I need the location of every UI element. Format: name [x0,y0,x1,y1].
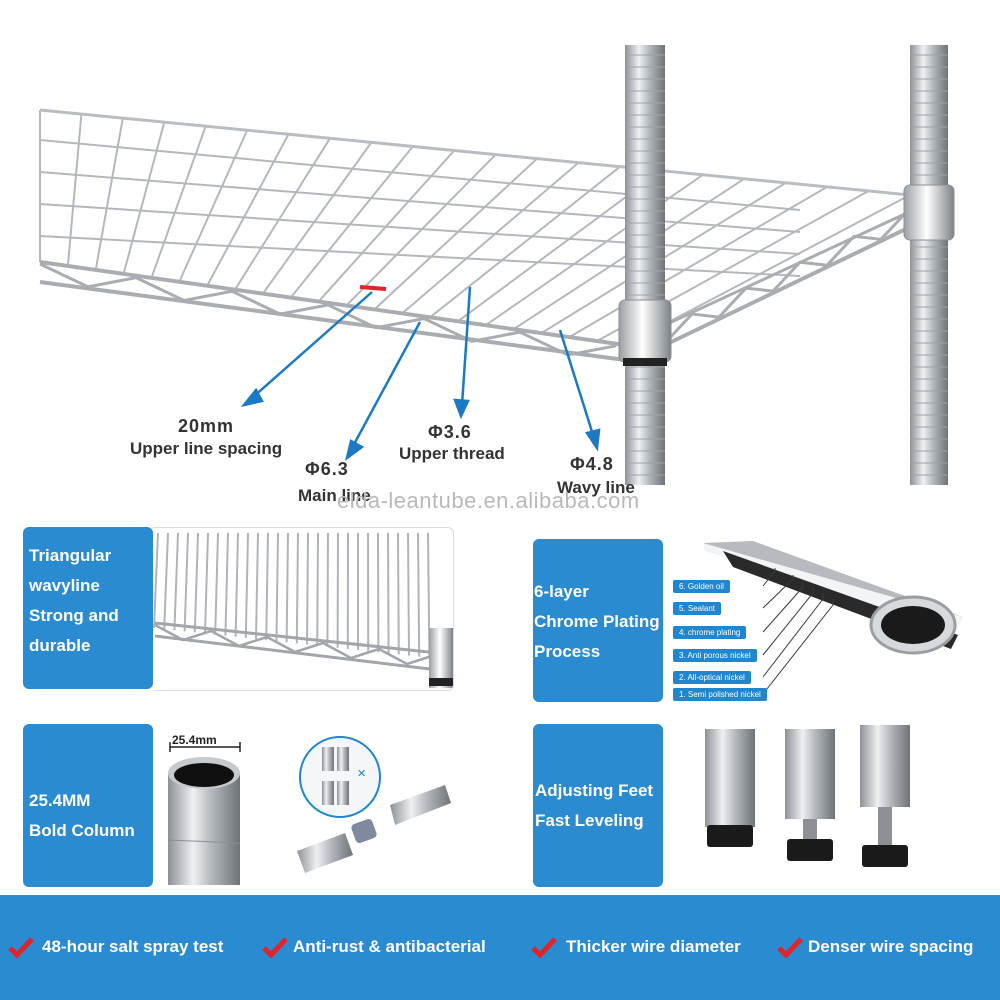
dimension-spacing-label: Upper line spacing [130,439,283,458]
dimension-upper-thread-label: Upper thread [399,444,505,463]
dimension-spacing-value: 20mm [178,416,235,436]
banner-item-thicker-wire: Thicker wire diameter [566,937,741,956]
layer-tag-5: 5. Sealant [673,602,722,615]
wire-shelf-illustration [39,45,955,485]
feature-banner [0,895,1000,1000]
feature-chrome-line1: 6-layer [534,582,589,601]
feature-card-triangular: Triangular wavyline Strong and durable [23,527,153,689]
feature-triangular-line2: wavyline [29,576,100,595]
banner-item-anti-rust: Anti-rust & antibacterial [293,937,486,956]
dimension-wavy-line-value: Φ4.8 [570,454,614,474]
feature-feet-line2: Fast Leveling [535,811,644,830]
check-icon [777,937,803,958]
feature-card-chrome: 6-layer Chrome Plating Process [533,539,663,702]
feature-chrome-line2: Chrome Plating [534,612,660,631]
feature-triangular-line3: Strong and [29,606,119,625]
banner-item-salt-spray: 48-hour salt spray test [42,937,224,956]
layer-tag-4: 4. chrome plating [673,626,747,639]
feature-triangular-line4: durable [29,636,91,655]
dimension-main-line-value: Φ6.3 [305,459,349,479]
check-icon [8,937,34,958]
feature-triangular-line1: Triangular [29,546,112,565]
layer-tag-2: 2. All-optical nickel [673,671,751,684]
feature-column-line2: Bold Column [29,821,135,840]
chrome-layers-diagram: 6. Golden oil 5. Sealant 4. chrome plati… [663,537,1000,707]
layer-tag-6: 6. Golden oil [673,580,730,593]
banner-item-denser-spacing: Denser wire spacing [808,937,974,956]
dimension-wavy-line-label: Wavy line [557,478,635,497]
shelf-closeup-image [153,527,454,691]
svg-text:✕: ✕ [357,768,366,780]
feature-chrome-line3: Process [534,642,601,661]
feature-feet-line1: Adjusting Feet [535,781,654,800]
feature-card-feet: Adjusting Feet Fast Leveling [533,724,663,887]
layer-tag-3: 3. Anti porous nickel [673,649,757,662]
check-icon [262,937,288,958]
feature-card-column: 25.4MM Bold Column [23,724,153,887]
dimension-upper-thread-value: Φ3.6 [428,422,472,442]
watermark: elda-leantube.en.alibaba.com [337,488,640,513]
adjusting-feet-image [700,725,930,875]
dimension-main-line-label: Main line [298,486,371,505]
check-icon [531,937,557,958]
feature-column-line1: 25.4MM [29,791,91,810]
layer-tag-1: 1. Semi polished nickel [673,688,767,701]
column-diameter-label: 25.4mm [172,733,217,747]
column-connector-image: ✕ [295,733,455,883]
column-image [158,725,278,885]
